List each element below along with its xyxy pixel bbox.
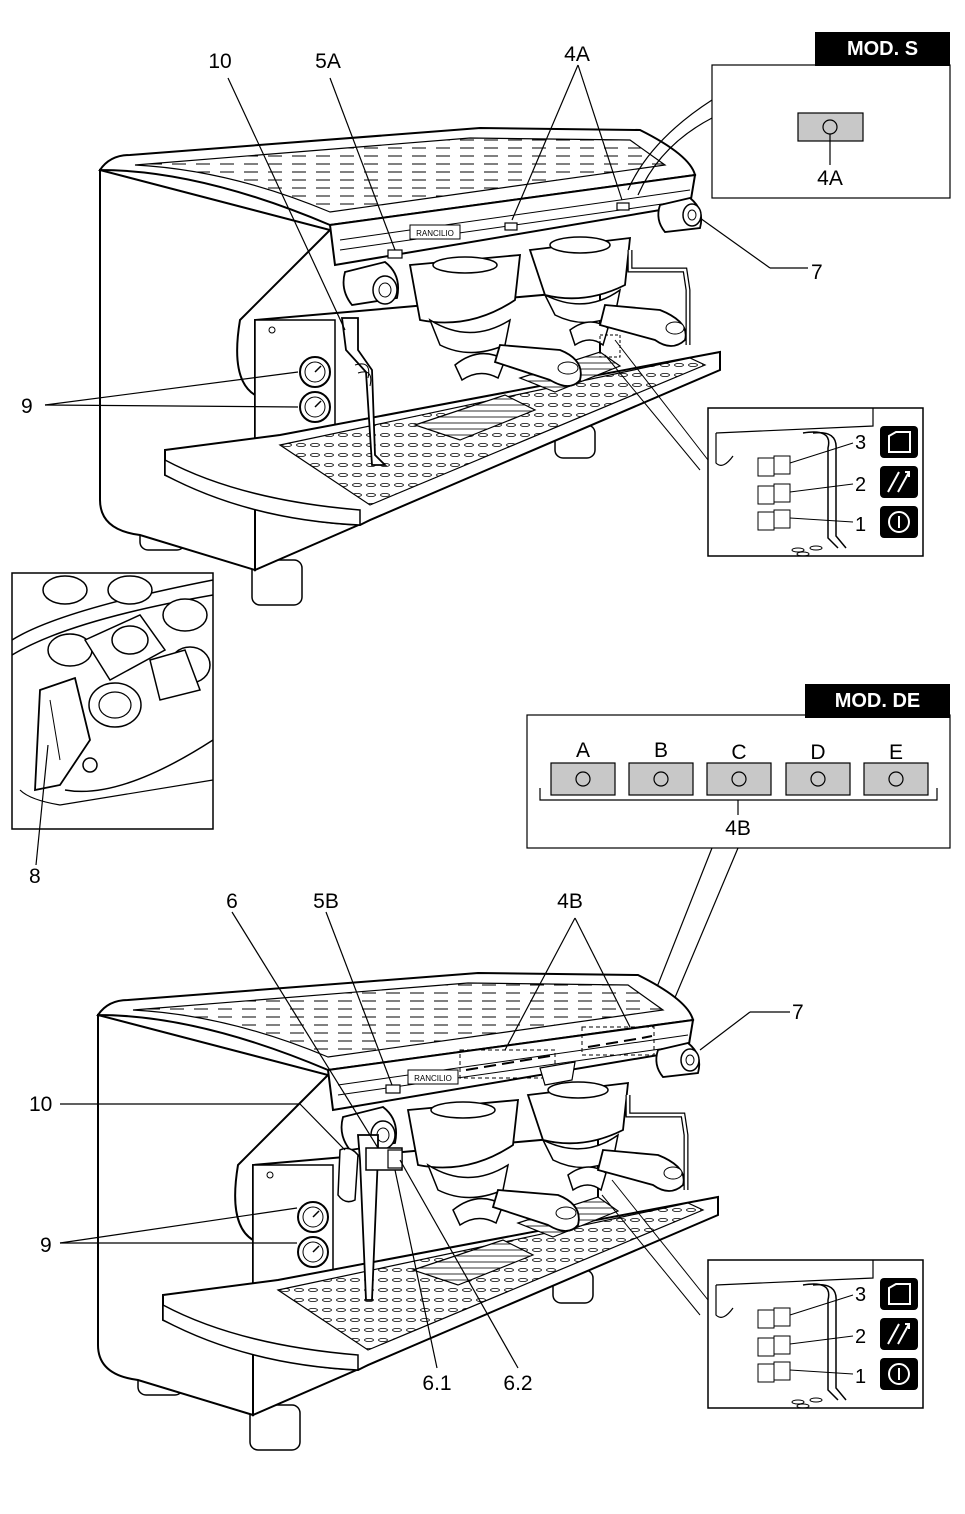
mod-de-badge: MOD. DE [805, 684, 950, 718]
callout-led-5a: 5A [315, 50, 341, 73]
top-machine-drawing [44, 64, 808, 605]
mod-s-badge: MOD. S [815, 32, 950, 66]
callout-tap-8: 8 [29, 865, 41, 888]
mod-de-button-b: B [653, 739, 669, 762]
bottom-switch-panel [707, 1259, 924, 1409]
mod-de-button-d: D [810, 741, 826, 764]
mod-de-button-c: C [731, 741, 747, 764]
mod-de-group-label: 4B [725, 817, 751, 840]
callout-steam-wand-bottom: 10 [29, 1093, 53, 1116]
tap-detail-drawing [11, 572, 214, 866]
top-switch-panel [707, 407, 924, 557]
callout-buttons-4a: 4A [564, 43, 590, 66]
bottom-switch-label-1: 1 [855, 1366, 867, 1388]
top-switch-label-2: 2 [855, 474, 867, 496]
callout-steam-wand-top: 10 [208, 50, 232, 73]
callout-buttons-4b: 4B [557, 890, 583, 913]
bottom-switch-label-3: 3 [855, 1284, 867, 1306]
mod-de-button-e: E [888, 741, 904, 764]
mod-s-box [711, 64, 951, 199]
callout-gauges-top: 9 [21, 395, 33, 418]
callout-sub-6-1: 6.1 [422, 1372, 452, 1395]
callout-hot-water-knob-top: 7 [811, 261, 823, 284]
callout-led-5b: 5B [313, 890, 339, 913]
mod-s-button-label: 4A [817, 167, 843, 190]
top-switch-label-3: 3 [855, 432, 867, 454]
top-switch-label-1: 1 [855, 514, 867, 536]
mod-de-button-a: A [575, 739, 591, 762]
led-5a [387, 249, 403, 259]
callout-steam-device-6: 6 [226, 890, 238, 913]
callout-sub-6-2: 6.2 [503, 1372, 533, 1395]
bottom-machine-drawing [59, 911, 790, 1450]
mod-de-box [526, 714, 951, 1046]
callout-gauges-bottom: 9 [40, 1234, 52, 1257]
callout-hot-water-knob-bottom: 7 [792, 1001, 804, 1024]
bottom-switch-label-2: 2 [855, 1326, 867, 1348]
